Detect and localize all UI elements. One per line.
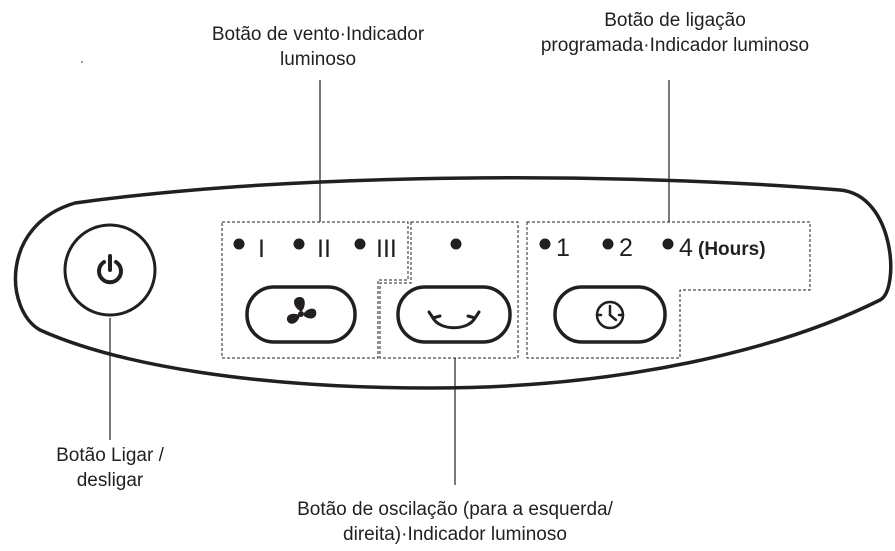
swing-group-box [379, 221, 519, 359]
wind-group-box [221, 221, 409, 359]
timer-indicator-dot-1 [539, 238, 551, 250]
wind-callout-line1: Botão de vento·Indicador [211, 24, 425, 45]
speed-label-2: II [317, 235, 331, 263]
speed-label-1: I [258, 235, 265, 263]
timer-indicator-dot-2 [602, 238, 614, 250]
wind-callout: Botão de vento·Indicador luminoso [163, 22, 473, 72]
power-button[interactable] [63, 223, 157, 317]
power-callout: Botão Ligar / desligar [20, 443, 200, 493]
timer-indicator-dot-3 [662, 238, 674, 250]
timer-label-1: 1 [556, 234, 570, 262]
speed-label-3: III [376, 235, 397, 263]
timer-callout-line2: programada·Indicador luminoso [540, 35, 810, 56]
speed-indicators [233, 238, 366, 250]
timer-button[interactable] [553, 285, 667, 344]
wind-callout-line2: luminoso [279, 49, 357, 70]
fan-icon [286, 297, 317, 324]
clock-icon [595, 300, 625, 330]
speed-indicator-dot-3 [354, 238, 366, 250]
timer-unit-label: (Hours) [698, 239, 766, 260]
power-icon [97, 254, 123, 285]
timer-label-4: 4 [679, 234, 693, 262]
swing-callout-line2: direita)·Indicador luminoso [343, 524, 567, 545]
swing-callout-line1: Botão de oscilação (para a esquerda/ [297, 499, 613, 520]
timer-group-box [526, 221, 811, 359]
timer-label-2: 2 [619, 234, 633, 262]
power-callout-line1: Botão Ligar / [56, 445, 164, 466]
swing-arrow-icon [427, 310, 481, 330]
timer-indicators [539, 238, 674, 250]
panel-outline [13, 176, 893, 390]
speed-indicator-dot-1 [233, 238, 245, 250]
power-callout-line2: desligar [76, 470, 144, 491]
swing-callout: Botão de oscilação (para a esquerda/ dir… [225, 497, 685, 547]
timer-callout-line1: Botão de ligação [604, 10, 746, 31]
swing-indicator-dot [450, 238, 462, 250]
timer-callout: Botão de ligação programada·Indicador lu… [490, 8, 860, 58]
stray-mark [81, 61, 83, 63]
swing-button[interactable] [396, 285, 512, 344]
wind-button[interactable] [245, 285, 357, 344]
speed-indicator-dot-2 [293, 238, 305, 250]
